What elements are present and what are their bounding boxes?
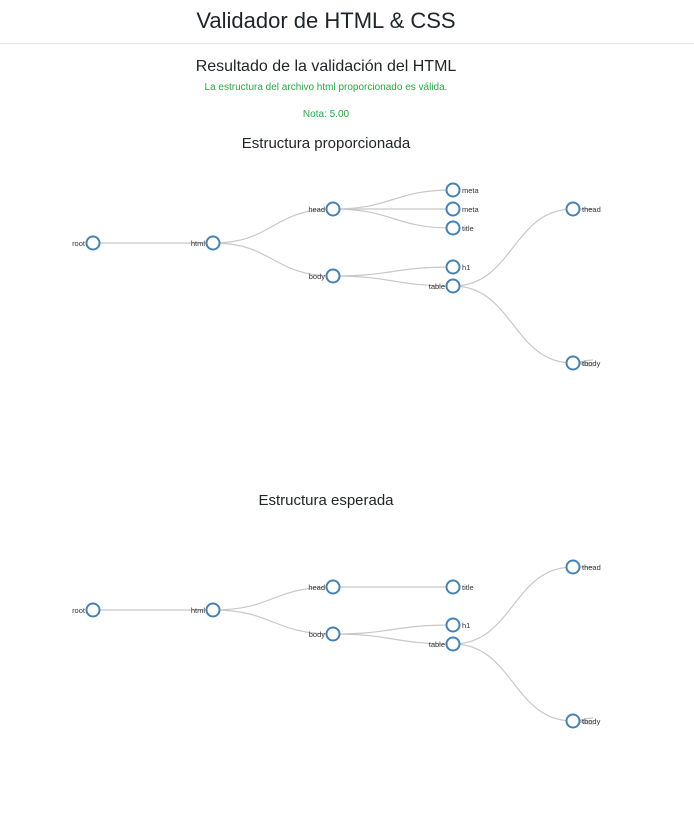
app-title: Validador de HTML & CSS [196,8,456,33]
link-body-table [332,633,454,645]
node-label: tbody [582,359,601,368]
tree-node-title[interactable]: title [445,220,474,236]
tree-links [93,189,594,367]
node-circle[interactable] [85,602,101,618]
tree-node-html[interactable]: html [191,602,221,618]
tree-node-h1[interactable]: h1 [445,617,471,633]
node-circle[interactable] [445,579,461,595]
tree-node-table[interactable]: table [429,636,461,652]
tree-node-body[interactable]: body [309,268,341,284]
provided-structure-title: Estructura proporcionada [241,135,411,152]
tree-node-table[interactable]: table [429,278,461,294]
node-circle[interactable] [445,182,461,198]
node-label: meta [462,186,480,195]
result-title: Resultado de la validación del HTML [195,58,457,75]
node-circle[interactable] [445,617,461,633]
node-circle[interactable] [445,636,461,652]
node-label: head [308,205,325,214]
tree-node-meta2[interactable]: meta [445,201,480,217]
tree-node-title[interactable]: title [445,579,474,595]
node-label: body [309,272,326,281]
link-body-h1 [332,266,454,277]
link-html-head [212,586,334,611]
result-message: La estructura del archivo html proporcio… [204,82,448,93]
node-circle[interactable] [325,626,341,642]
node-circle[interactable] [565,355,581,371]
tree-node-html[interactable]: html [191,235,221,251]
tree-node-head[interactable]: head [308,201,341,217]
tree-node-tbody[interactable]: tbody [565,713,601,729]
node-label: root [72,606,86,615]
node-circle[interactable] [325,201,341,217]
node-label: meta [462,205,480,214]
node-circle[interactable] [565,559,581,575]
tree-node-tbody[interactable]: tbody [565,355,601,371]
node-label: thead [582,563,601,572]
tree-node-h1[interactable]: h1 [445,259,471,275]
tree-node-root[interactable]: root [72,602,101,618]
node-label: root [72,239,86,248]
tree-links [93,566,594,725]
tree-node-thead[interactable]: thead [565,559,601,575]
node-label: body [309,630,326,639]
node-label: html [191,239,206,248]
link-table-thead [452,566,574,645]
tree-nodes: root html head body meta meta title h1 table thea… [72,182,601,371]
node-circle[interactable] [445,278,461,294]
node-circle[interactable] [565,713,581,729]
node-circle[interactable] [445,201,461,217]
grade-text: Nota: 5.00 [302,109,350,120]
node-label: h1 [462,263,470,272]
expected-structure-tree[interactable]: root html head body title h1 table thead tbody [0,520,694,760]
node-circle[interactable] [445,259,461,275]
node-circle[interactable] [445,220,461,236]
node-label: tbody [582,717,601,726]
link-table-tbody [452,285,574,364]
tree-node-body[interactable]: body [309,626,341,642]
provided-structure-tree[interactable]: root html head body meta meta title h1 table thea… [0,160,694,400]
node-circle[interactable] [85,235,101,251]
expected-structure-title: Estructura esperada [258,492,394,509]
navbar: Validador de HTML & CSS [0,0,694,44]
node-circle[interactable] [205,602,221,618]
node-label: table [429,282,445,291]
node-label: html [191,606,206,615]
node-circle[interactable] [205,235,221,251]
link-html-head [212,208,334,244]
node-label: thead [582,205,601,214]
link-html-body [212,242,334,277]
tree-node-root[interactable]: root [72,235,101,251]
link-body-table [332,275,454,287]
link-head-title [332,208,454,229]
link-head-meta1 [332,189,454,210]
node-label: title [462,224,474,233]
link-html-body [212,609,334,635]
tree-nodes: root html head body title h1 table thead tbody [72,559,601,729]
node-label: head [308,583,325,592]
link-table-tbody [452,643,574,722]
node-label: title [462,583,474,592]
node-circle[interactable] [565,201,581,217]
node-label: h1 [462,621,470,630]
node-label: table [429,640,445,649]
tree-node-meta1[interactable]: meta [445,182,480,198]
link-body-h1 [332,624,454,635]
tree-node-head[interactable]: head [308,579,341,595]
tree-node-thead[interactable]: thead [565,201,601,217]
node-circle[interactable] [325,268,341,284]
node-circle[interactable] [325,579,341,595]
link-table-thead [452,208,574,287]
